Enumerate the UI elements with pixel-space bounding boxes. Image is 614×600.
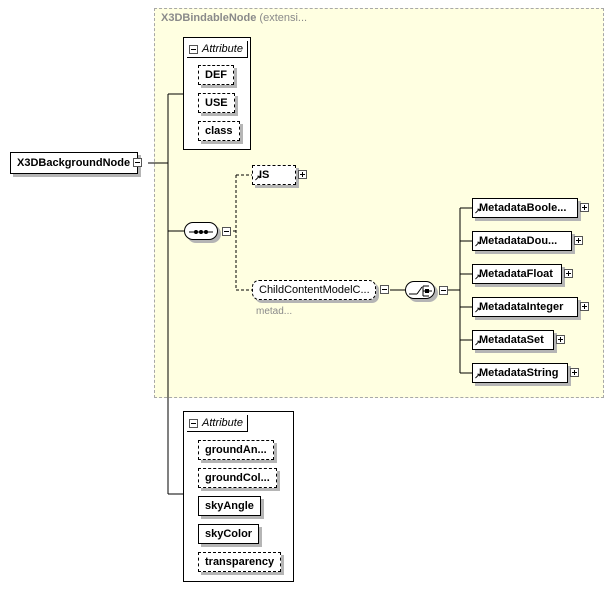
reference-arrow-icon: ↗ [474, 273, 481, 282]
metadata-node-label: MetadataBoole... [479, 202, 567, 214]
reference-arrow-icon: ↗ [474, 339, 481, 348]
child-content-model-label: ChildContentModelC... [259, 284, 370, 296]
attribute-item[interactable]: skyAngle [198, 496, 261, 516]
attribute-group-title: Attribute [202, 43, 243, 55]
expand-icon[interactable] [574, 236, 583, 245]
collapse-icon[interactable] [439, 286, 448, 295]
reference-arrow-icon: ↗ [474, 240, 481, 249]
attribute-item[interactable]: DEF [198, 65, 234, 85]
collapse-icon[interactable] [189, 418, 198, 428]
metadata-set-node[interactable]: ↗ MetadataSet [472, 330, 565, 350]
sequence-icon [189, 230, 213, 234]
collapse-icon[interactable] [133, 158, 142, 167]
attribute-item[interactable]: groundCol... [198, 468, 277, 488]
metadata-boolean-node[interactable]: ↗ MetadataBoole... [472, 198, 589, 218]
metadata-float-node[interactable]: ↗ MetadataFloat [472, 264, 573, 284]
reference-arrow-icon: ↗ [254, 174, 261, 183]
reference-arrow-icon: ↗ [474, 372, 481, 381]
root-node[interactable]: X3DBackgroundNode [10, 152, 142, 174]
metadata-node-label: MetadataDou... [479, 235, 558, 247]
collapse-icon[interactable] [189, 44, 198, 54]
metadata-node-label: MetadataSet [479, 334, 544, 346]
child-content-model-node[interactable]: ChildContentModelC... [252, 280, 389, 300]
root-node-label: X3DBackgroundNode [17, 157, 131, 169]
attribute-item[interactable]: class [198, 121, 240, 141]
attribute-item[interactable]: USE [198, 93, 235, 113]
choice-icon [409, 285, 432, 297]
expand-icon[interactable] [580, 203, 589, 212]
sequence-compositor[interactable] [184, 222, 231, 240]
metadata-string-node[interactable]: ↗ MetadataString [472, 363, 579, 383]
choice-compositor[interactable] [405, 281, 448, 299]
extension-title: X3DBindableNode (extensi... [161, 12, 308, 24]
expand-icon[interactable] [564, 269, 573, 278]
attribute-group-header[interactable]: Attribute [187, 41, 248, 58]
expand-icon[interactable] [556, 335, 565, 344]
is-node-label: IS [259, 169, 270, 181]
collapse-icon[interactable] [380, 285, 389, 294]
expand-icon[interactable] [570, 368, 579, 377]
is-node[interactable]: ↗ IS [252, 165, 307, 185]
child-content-model-note: metad... [256, 306, 293, 317]
metadata-node-label: MetadataString [479, 367, 559, 379]
metadata-node-label: MetadataFloat [479, 268, 553, 280]
attribute-item[interactable]: transparency [198, 552, 282, 572]
attribute-group-header[interactable]: Attribute [187, 415, 248, 432]
reference-arrow-icon: ↗ [474, 207, 481, 216]
collapse-icon[interactable] [222, 227, 231, 236]
attribute-group-title: Attribute [202, 417, 243, 429]
attribute-item[interactable]: skyColor [198, 524, 260, 544]
expand-icon[interactable] [580, 302, 589, 311]
reference-arrow-icon: ↗ [474, 306, 481, 315]
expand-icon[interactable] [298, 170, 307, 179]
metadata-double-node[interactable]: ↗ MetadataDou... [472, 231, 583, 251]
metadata-node-label: MetadataInteger [479, 301, 564, 313]
attribute-item[interactable]: groundAn... [198, 440, 274, 460]
metadata-integer-node[interactable]: ↗ MetadataInteger [472, 297, 589, 317]
